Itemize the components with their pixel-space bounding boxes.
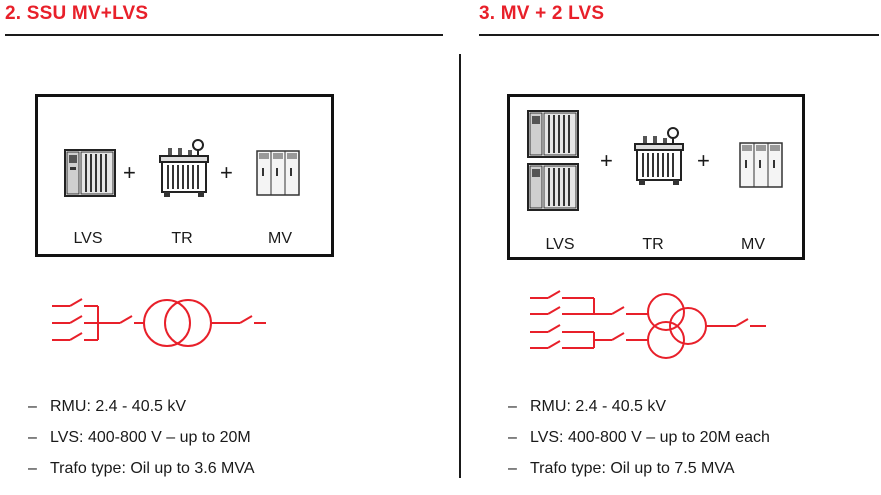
plus-sign: +: [123, 160, 136, 185]
tr-label: TR: [171, 230, 193, 247]
lvs-switchgear-icon: [527, 163, 579, 211]
left-title: 2. SSU MV+LVS: [5, 3, 149, 24]
left-config-box: [35, 94, 334, 257]
right-config-box: [507, 94, 805, 260]
lvs-switchgear-icon: [527, 110, 579, 158]
lvs-switchgear-icon: [64, 149, 116, 197]
mv-label: MV: [268, 230, 292, 247]
plus-sign: +: [697, 148, 710, 173]
right-single-line-diagram: [530, 290, 766, 359]
right-bullet-trafo: –Trafo type: Oil up to 7.5 MVA: [508, 460, 735, 477]
left-bullet-lvs: –LVS: 400-800 V – up to 20M: [28, 429, 251, 446]
right-bullet-lvs: –LVS: 400-800 V – up to 20M each: [508, 429, 770, 446]
left-bullet-trafo: –Trafo type: Oil up to 3.6 MVA: [28, 460, 255, 477]
transformer-icon: [159, 139, 209, 197]
lvs-label: LVS: [73, 230, 103, 247]
right-title-rule: [479, 34, 879, 36]
left-single-line-diagram: [52, 298, 266, 347]
right-title: 3. MV + 2 LVS: [479, 3, 605, 24]
plus-sign: +: [600, 148, 613, 173]
left-title-rule: [5, 34, 443, 36]
left-bullet-rmu: –RMU: 2.4 - 40.5 kV: [28, 398, 187, 415]
column-divider: [459, 54, 461, 478]
transformer-icon: [634, 127, 684, 185]
tr-label: TR: [642, 236, 664, 253]
plus-sign: +: [220, 160, 233, 185]
mv-switchgear-icon: [256, 150, 300, 196]
lvs-label: LVS: [545, 236, 575, 253]
mv-switchgear-icon: [739, 142, 783, 188]
right-bullet-rmu: –RMU: 2.4 - 40.5 kV: [508, 398, 667, 415]
mv-label: MV: [741, 236, 765, 253]
